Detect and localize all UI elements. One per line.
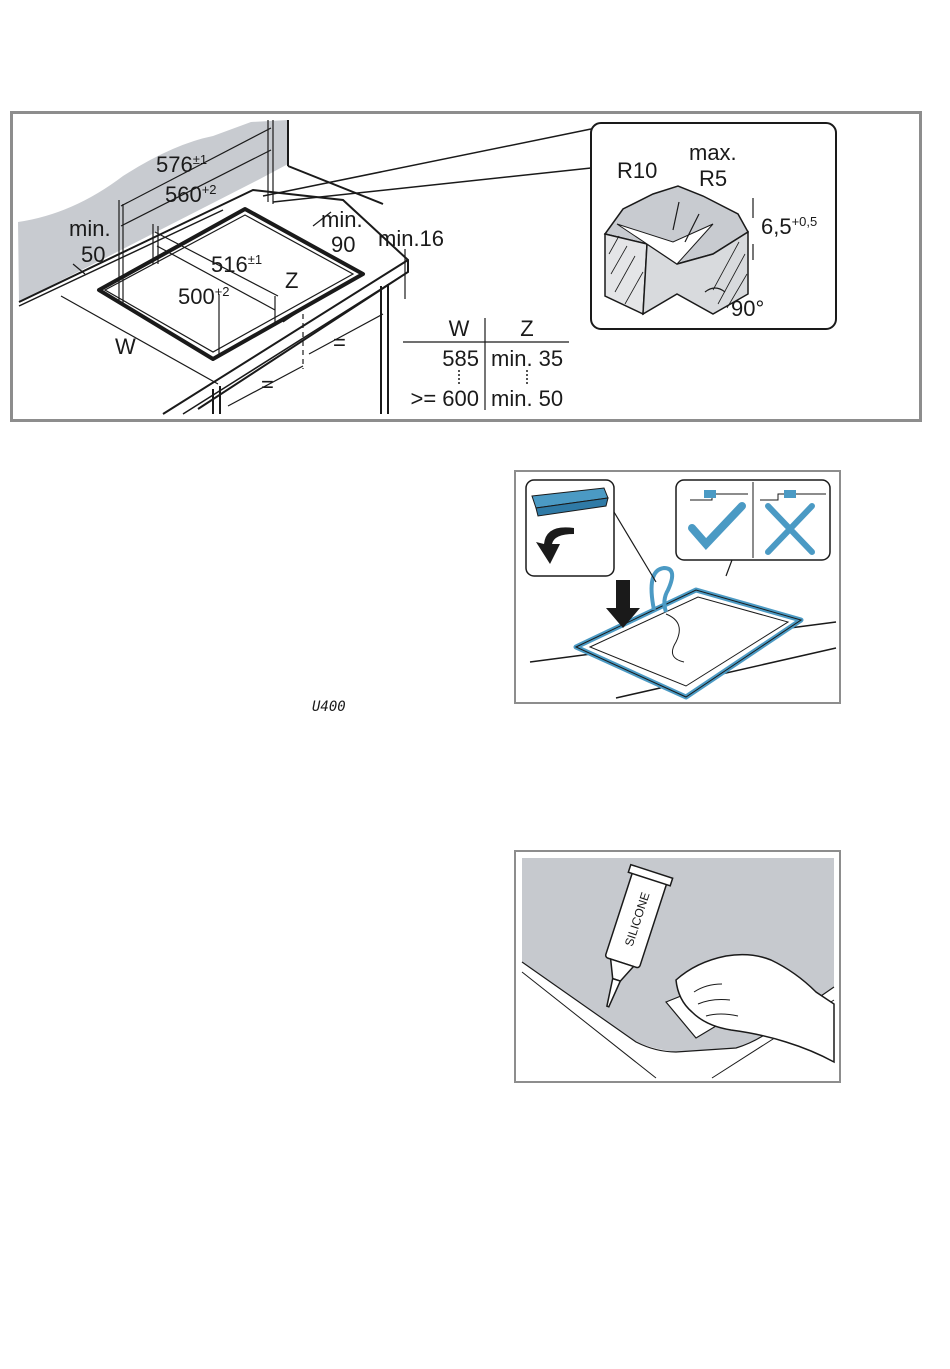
table-cell: min. 50 <box>491 386 563 411</box>
dim-min50-a: min. <box>69 216 111 241</box>
detail-max: max. <box>689 140 737 165</box>
seal-fitting-diagram <box>514 470 841 704</box>
cutout-dimension-drawing: 576±1 560+2 516±1 500+2 min. 50 min. 90 … <box>13 114 919 419</box>
seal-ring <box>576 590 801 697</box>
dim-z: Z <box>285 268 298 293</box>
silicone-sealing-diagram: SILICONE <box>514 850 841 1083</box>
table-header-z: Z <box>520 316 533 341</box>
dim-min90-a: min. <box>321 207 363 232</box>
table-cell: min. 35 <box>491 346 563 371</box>
dim-min16: min.16 <box>378 226 444 251</box>
table-cell: >= 600 <box>410 386 479 411</box>
table-cell: 585 <box>442 346 479 371</box>
corner-detail-inset: R10 max. R5 6,5+0,5 90° <box>591 123 836 329</box>
cutout-dimension-diagram: 576±1 560+2 516±1 500+2 min. 50 min. 90 … <box>10 111 922 422</box>
dim-min50-b: 50 <box>81 242 105 267</box>
detail-r10: R10 <box>617 158 657 183</box>
silicone-sealing-drawing: SILICONE <box>516 852 839 1081</box>
dim-eq-2: = <box>261 372 274 397</box>
table-header-w: W <box>449 316 470 341</box>
dim-min90-b: 90 <box>331 232 355 257</box>
display-code: U400 <box>312 699 346 715</box>
dim-eq-1: = <box>333 330 346 355</box>
seal-fitting-drawing <box>516 472 839 702</box>
detail-angle: 90° <box>731 296 764 321</box>
wz-table: W Z 585 min. 35 >= 600 min. 50 <box>403 316 569 411</box>
detail-r5: R5 <box>699 166 727 191</box>
dim-w: W <box>115 334 136 359</box>
